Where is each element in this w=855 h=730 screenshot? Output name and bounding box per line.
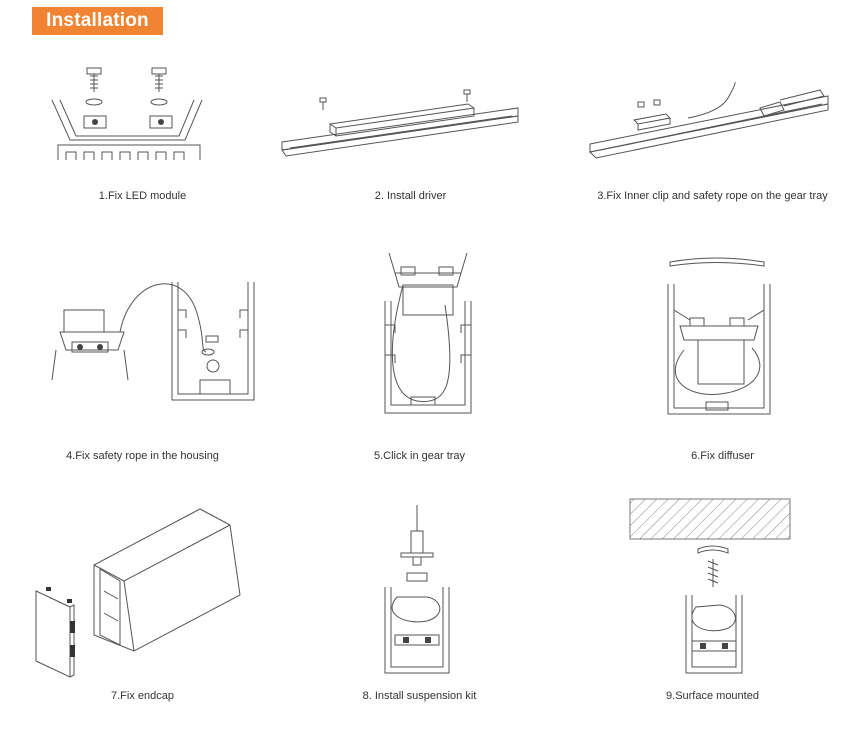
diffuser-illustration: [580, 250, 855, 425]
step-caption: 8. Install suspension kit: [362, 690, 477, 702]
step-caption: 2. Install driver: [374, 190, 447, 202]
endcap-illustration: [0, 495, 285, 680]
step-caption: 1.Fix LED module: [98, 190, 187, 202]
safety-rope-housing-illustration: [0, 270, 285, 410]
section-title: Installation: [32, 7, 163, 35]
step-caption: 9.Surface mounted: [666, 690, 759, 702]
inner-clip-illustration: [570, 60, 855, 170]
suspension-kit-illustration: [277, 495, 562, 680]
driver-illustration: [268, 60, 553, 170]
step-caption: 5.Click in gear tray: [373, 450, 466, 462]
step-caption: 7.Fix endcap: [111, 690, 174, 702]
led-module-illustration: [0, 60, 285, 170]
step-caption: 6.Fix diffuser: [691, 450, 754, 462]
gear-tray-click-illustration: [277, 245, 562, 420]
surface-mount-illustration: [570, 495, 855, 680]
step-caption: 4.Fix safety rope in the housing: [66, 450, 219, 462]
step-caption: 3.Fix Inner clip and safety rope on the …: [597, 190, 828, 202]
